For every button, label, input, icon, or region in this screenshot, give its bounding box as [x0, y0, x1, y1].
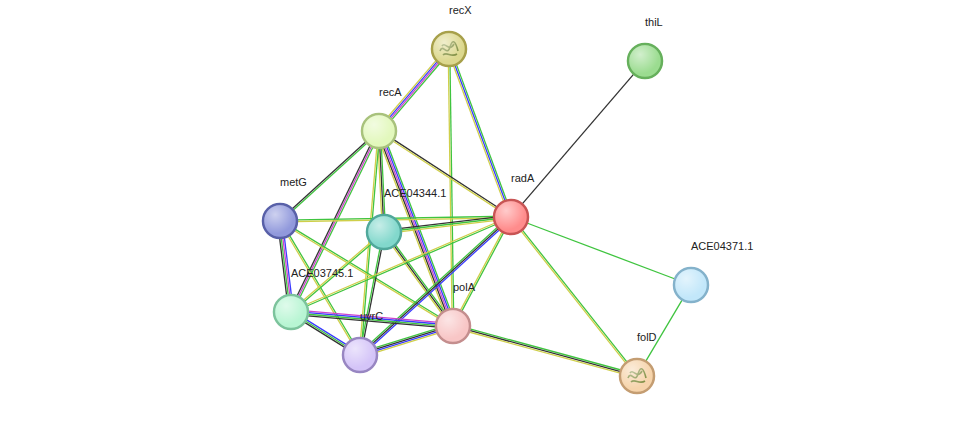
- node-highlight: [437, 310, 469, 342]
- node-fill: [674, 268, 708, 302]
- protein-node: recX: [431, 31, 467, 67]
- evidence-strand: [362, 249, 379, 339]
- interaction-edge: [305, 320, 347, 348]
- protein-node: polA: [435, 308, 471, 344]
- evidence-strand: [522, 230, 627, 362]
- node-fill: [432, 32, 466, 66]
- node-highlight: [368, 216, 400, 248]
- interaction-edge: [376, 329, 438, 352]
- node-label: polA: [453, 281, 475, 294]
- node-circle: [342, 337, 378, 373]
- node-highlight: [629, 45, 661, 77]
- interaction-edge: [527, 223, 675, 279]
- node-circle: [273, 294, 309, 330]
- node-circle: [619, 358, 655, 394]
- node-label: recA: [379, 86, 402, 99]
- evidence-strand: [401, 219, 494, 230]
- node-fill: [367, 215, 401, 249]
- evidence-strand: [283, 238, 290, 295]
- node-fill: [436, 309, 470, 343]
- protein-node: ACE04371.1: [673, 267, 709, 303]
- evidence-strand: [376, 329, 437, 348]
- evidence-strand: [306, 320, 346, 345]
- node-fill: [263, 204, 297, 238]
- interaction-edge: [362, 249, 381, 339]
- evidence-strand: [364, 249, 381, 339]
- evidence-strand: [456, 64, 506, 200]
- evidence-strand: [376, 332, 437, 351]
- evidence-strand: [281, 238, 288, 295]
- interaction-edge: [453, 64, 506, 201]
- node-circle: [493, 199, 529, 235]
- protein-node: radA: [493, 199, 529, 235]
- node-circle: [627, 43, 663, 79]
- protein-node: recA: [361, 113, 397, 149]
- node-label: ACE04371.1: [691, 240, 753, 253]
- node-circle: [361, 113, 397, 149]
- evidence-strand: [395, 245, 444, 312]
- node-circle: [431, 31, 467, 67]
- node-highlight: [433, 33, 465, 65]
- node-fill: [620, 359, 654, 393]
- evidence-strand: [527, 223, 675, 279]
- node-fill: [628, 44, 662, 78]
- node-highlight: [495, 201, 527, 233]
- node-label: ACE04344.1: [384, 187, 446, 200]
- interaction-edge: [378, 148, 385, 215]
- node-label: folD: [637, 331, 657, 344]
- evidence-strand: [280, 238, 287, 295]
- interaction-edge: [522, 74, 634, 204]
- node-label: recX: [449, 4, 472, 17]
- node-label: radA: [511, 172, 534, 185]
- evidence-strand: [292, 142, 366, 209]
- node-fill: [362, 114, 396, 148]
- node-circle: [673, 267, 709, 303]
- protein-node: thiL: [627, 43, 663, 79]
- node-label: ACE03745.1: [291, 267, 353, 280]
- protein-node: folD: [619, 358, 655, 394]
- node-highlight: [344, 339, 376, 371]
- protein-node: uvrC: [342, 337, 378, 373]
- node-circle: [366, 214, 402, 250]
- evidence-strand: [453, 66, 503, 202]
- evidence-strand: [469, 332, 620, 373]
- node-highlight: [275, 296, 307, 328]
- protein-node: ACE03745.1: [273, 294, 309, 330]
- evidence-strand: [376, 330, 437, 349]
- node-label: metG: [280, 176, 307, 189]
- evidence-strand: [455, 65, 505, 201]
- node-circle: [435, 308, 471, 344]
- interaction-edge: [646, 300, 683, 362]
- evidence-strand: [646, 300, 683, 362]
- node-fill: [274, 295, 308, 329]
- node-highlight: [621, 360, 653, 392]
- interaction-edge: [521, 230, 627, 363]
- node-highlight: [363, 115, 395, 147]
- evidence-strand: [377, 333, 438, 352]
- evidence-strand: [470, 329, 621, 370]
- evidence-strand: [305, 322, 345, 347]
- evidence-strand: [522, 74, 634, 204]
- evidence-strand: [305, 321, 345, 346]
- node-highlight: [675, 269, 707, 301]
- node-label: uvrC: [360, 310, 383, 323]
- node-fill: [494, 200, 528, 234]
- node-circle: [262, 203, 298, 239]
- protein-node: ACE04344.1: [366, 214, 402, 250]
- node-label: thiL: [645, 16, 663, 29]
- evidence-strand: [469, 330, 620, 371]
- evidence-strand: [378, 148, 381, 215]
- interaction-edge: [280, 238, 292, 296]
- node-fill: [343, 338, 377, 372]
- interaction-edge: [469, 329, 621, 373]
- protein-node: metG: [262, 203, 298, 239]
- node-highlight: [264, 205, 296, 237]
- evidence-strand: [521, 231, 626, 363]
